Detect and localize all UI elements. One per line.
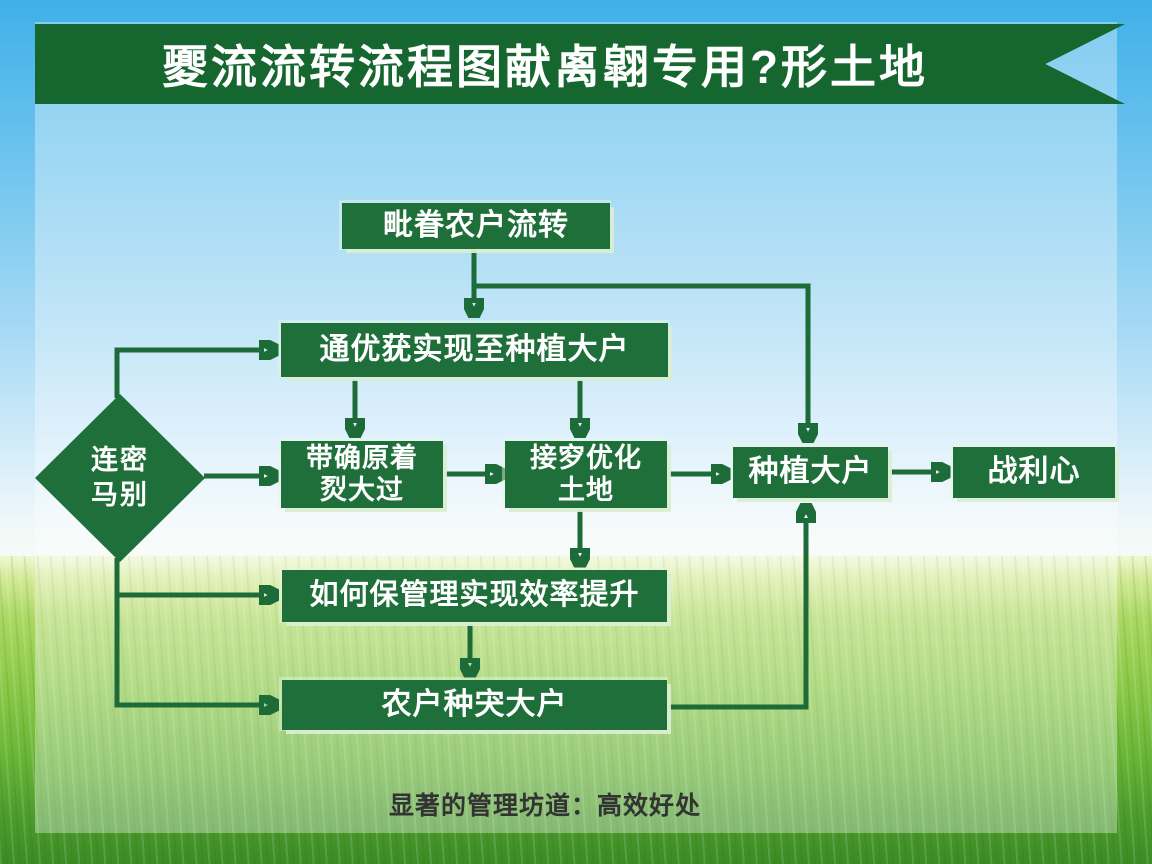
node-farmer-box: 农户种宊大户: [282, 680, 667, 730]
title-banner: 夒流流转流程图献禼翶专用?形土地: [35, 24, 1125, 104]
node-decision-label-line1: 连密: [91, 444, 149, 475]
node-decision-label-line2: 马别: [91, 480, 149, 510]
node-top-box: 毗眷农户流转: [342, 203, 610, 249]
node-confirm-label-line1: 带确原着: [306, 443, 418, 474]
connector-decision-to-transfer: [114, 350, 261, 398]
page-title: 夒流流转流程图献禼翶专用?形土地: [161, 41, 929, 93]
connector-decision-to-farmer: [114, 595, 261, 705]
node-benefit-label: 战利心: [987, 455, 1081, 489]
bottom-caption: 显著的管理坊道：高效好处: [388, 792, 701, 820]
node-top-label: 毗眷农户流转: [383, 208, 569, 242]
node-management-label: 如何保管理实现效率提升: [309, 579, 640, 612]
node-management-box: 如何保管理实现效率提升: [282, 570, 667, 622]
node-confirm-label-line2: 烮大过: [320, 474, 404, 505]
node-transfer-box: 通优莸实现至种植大户: [281, 323, 668, 377]
node-benefit-box: 战利心: [953, 447, 1115, 498]
connector-farmer-to-grower: [669, 521, 806, 710]
node-optimize-label-line1: 接穸优化: [530, 443, 642, 474]
node-farmer-label: 农户种宊大户: [381, 687, 568, 721]
node-optimize-box: 接穸优化 土地: [505, 441, 667, 508]
node-confirm-box: 带确原着 烮大过: [281, 441, 443, 508]
node-grower-label: 种植大户: [748, 455, 873, 489]
connector-decision-to-management: [114, 558, 261, 595]
node-transfer-label: 通优莸实现至种植大户: [319, 332, 630, 366]
node-optimize-label-line2: 土地: [558, 474, 614, 505]
connector-top-to-grower: [474, 283, 808, 425]
node-grower-box: 种植大户: [733, 447, 888, 498]
